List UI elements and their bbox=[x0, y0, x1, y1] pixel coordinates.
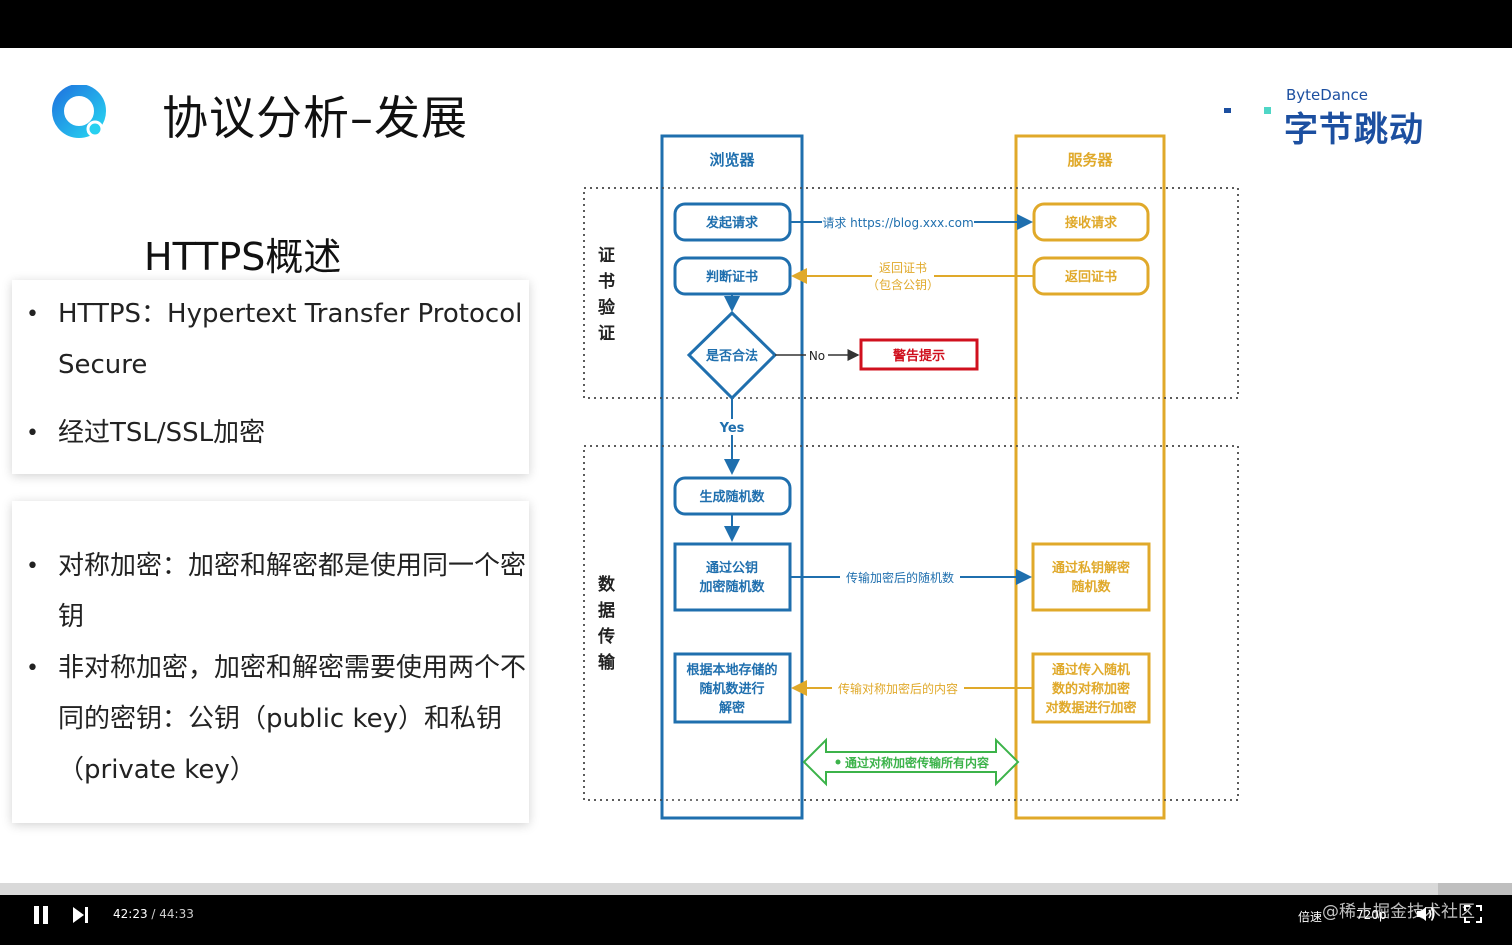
encrypt-data-label-1: 通过传入随机 bbox=[1052, 662, 1130, 678]
volume-icon[interactable] bbox=[1414, 903, 1438, 925]
receive-request-step bbox=[1032, 202, 1150, 242]
server-lane-label: 服务器 bbox=[1067, 151, 1113, 169]
bullet-text: 对称加密：加密和解密都是使用同一个密钥 bbox=[58, 551, 527, 632]
brand-name-en: ByteDance bbox=[1286, 86, 1369, 104]
send-encrypted-random-label: 传输加密后的随机数 bbox=[846, 570, 954, 585]
bullet-text: 经过TSL/SSL加密 bbox=[58, 418, 266, 448]
presentation-slide: 协议分析–发展 ByteDance 字节跳动 HTTPS概述 • HTTPS：H… bbox=[0, 48, 1512, 883]
quality-button[interactable]: 720p bbox=[1356, 908, 1387, 922]
phase2-label: 数据传输 bbox=[597, 574, 616, 673]
pause-icon bbox=[34, 906, 39, 924]
brand-name-cn: 字节跳动 bbox=[1284, 110, 1424, 150]
bullet-text: 非对称加密，加密和解密需要使用两个不同的密钥：公钥（public key）和私钥… bbox=[58, 653, 527, 785]
encrypt-random-step bbox=[673, 542, 792, 612]
encryption-card: • 对称加密：加密和解密都是使用同一个密钥 • 非对称加密，加密和解密需要使用两… bbox=[12, 501, 529, 823]
decrypt-local-label-1: 根据本地存储的 bbox=[686, 662, 777, 678]
decrypt-local-label-2: 随机数进行 bbox=[699, 681, 764, 697]
warning-box bbox=[859, 338, 979, 371]
encrypt-random-label-2: 加密随机数 bbox=[698, 579, 765, 595]
browser-lane-label: 浏览器 bbox=[709, 151, 755, 169]
section-title: HTTPS概述 bbox=[144, 235, 342, 279]
decrypt-private-label-2: 随机数 bbox=[1071, 579, 1111, 595]
current-time: 42:23 bbox=[113, 907, 148, 921]
warning-label: 警告提示 bbox=[893, 348, 945, 364]
check-cert-label: 判断证书 bbox=[706, 269, 758, 285]
yes-label: Yes bbox=[719, 421, 745, 436]
bytedance-brand: ByteDance 字节跳动 bbox=[1218, 86, 1468, 150]
receive-request-label: 接收请求 bbox=[1065, 215, 1118, 231]
pause-button[interactable] bbox=[30, 904, 52, 926]
https-overview-card: • HTTPS：Hypertext Transfer Protocol Secu… bbox=[12, 280, 529, 474]
encrypt-data-label-3: 对数据进行加密 bbox=[1045, 700, 1136, 716]
return-cert-arrow-label-1: 返回证书 bbox=[879, 261, 927, 275]
symmetric-transfer-arrow bbox=[802, 737, 1020, 787]
total-time: 44:33 bbox=[159, 907, 194, 921]
slide-title: 协议分析–发展 bbox=[162, 91, 468, 145]
top-black-bar bbox=[0, 0, 1512, 48]
app-logo-icon bbox=[52, 85, 106, 138]
decrypt-local-step bbox=[673, 652, 792, 724]
phase1-label: 证书验证 bbox=[598, 246, 616, 344]
encrypt-random-label-1: 通过公钥 bbox=[706, 560, 758, 576]
fullscreen-icon[interactable] bbox=[1462, 903, 1484, 925]
playback-speed-button[interactable]: 倍速 bbox=[1298, 910, 1323, 924]
bytedance-logo-icon bbox=[1224, 107, 1271, 114]
request-arrow-label: 请求 https://blog.xxx.com bbox=[822, 216, 973, 230]
return-cert-label: 返回证书 bbox=[1065, 269, 1117, 285]
decrypt-private-step bbox=[1031, 542, 1151, 612]
send-encrypted-content-label: 传输对称加密后的内容 bbox=[838, 681, 958, 696]
encrypt-data-step bbox=[1031, 652, 1151, 724]
encrypt-data-label-2: 数的对称加密 bbox=[1052, 681, 1130, 697]
video-player-controls: 42:23 / 44:33 @稀土掘金技术社区 倍速 720p bbox=[0, 883, 1512, 945]
gen-random-label: 生成随机数 bbox=[699, 489, 765, 505]
no-label: No bbox=[809, 349, 825, 363]
send-request-label: 发起请求 bbox=[705, 215, 759, 231]
progress-bar[interactable] bbox=[0, 883, 1512, 895]
progress-bar-fill bbox=[0, 883, 1438, 895]
decrypt-private-label-1: 通过私钥解密 bbox=[1052, 560, 1130, 576]
https-flow-diagram: 证书验证 数据传输 浏览器 服务器 发起请求 判断证书 是否合法 No 警告提示… bbox=[570, 128, 1260, 828]
symmetric-transfer-label: 通过对称加密传输所有内容 bbox=[845, 755, 989, 770]
bullet-text: HTTPS：Hypertext Transfer Protocol Secure bbox=[58, 299, 523, 380]
return-cert-arrow-label-2: （包含公钥） bbox=[867, 277, 939, 292]
playback-time: 42:23 / 44:33 bbox=[113, 907, 194, 921]
watermark: @稀土掘金技术社区 bbox=[1322, 902, 1475, 922]
is-valid-label: 是否合法 bbox=[705, 348, 758, 364]
decrypt-local-label-3: 解密 bbox=[718, 700, 745, 716]
next-button[interactable] bbox=[70, 904, 92, 926]
